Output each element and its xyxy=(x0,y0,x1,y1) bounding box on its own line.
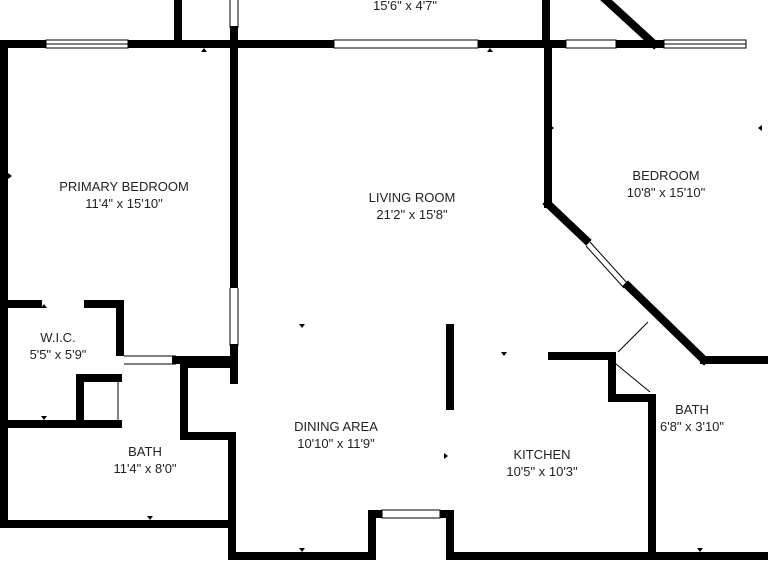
door-bath-diag-a xyxy=(617,321,649,353)
window-bedroom-left xyxy=(565,39,617,49)
doors xyxy=(117,0,651,420)
wall-bedroom-diag1 xyxy=(542,198,592,246)
room-dining: DINING AREA 10'10" x 11'9" xyxy=(294,418,378,452)
balcony-dims: 15'6" x 4'7" xyxy=(372,0,438,13)
room-name: PRIMARY BEDROOM xyxy=(59,179,189,194)
room-dims: 10'10" x 11'9" xyxy=(297,436,375,451)
window-bottom xyxy=(381,509,441,519)
door-bath-diag-b xyxy=(615,363,651,393)
dimension-markers xyxy=(8,48,762,552)
room-bath-right: BATH 6'8" x 3'10" xyxy=(660,401,724,435)
room-dims: 10'5" x 10'3" xyxy=(506,464,578,479)
room-dims: 10'8" x 15'10" xyxy=(626,185,706,200)
room-dims: 11'4" x 15'10" xyxy=(85,196,163,211)
room-name: BEDROOM xyxy=(632,168,700,183)
room-living: LIVING ROOM 21'2" x 15'8" xyxy=(369,189,456,223)
room-bath-left: BATH 11'4" x 8'0" xyxy=(113,443,176,477)
wall-bedroom-diag2 xyxy=(622,280,710,366)
room-bedroom: BEDROOM 10'8" x 15'10" xyxy=(627,167,706,201)
walls xyxy=(0,0,768,560)
room-dims: 21'2" x 15'8" xyxy=(376,207,448,222)
room-name: KITCHEN xyxy=(513,447,571,462)
room-kitchen: KITCHEN 10'5" x 10'3" xyxy=(506,446,577,480)
room-primary-bedroom: PRIMARY BEDROOM 11'4" x 15'10" xyxy=(59,178,189,212)
wall-balcony-diag xyxy=(600,0,660,50)
room-name: BATH xyxy=(675,402,709,417)
room-name: DINING AREA xyxy=(294,419,378,434)
door-bedroom-diag-b xyxy=(585,245,625,289)
room-name: BATH xyxy=(128,444,162,459)
room-dims: 6'8" x 3'10" xyxy=(659,419,725,434)
room-name: W.I.C. xyxy=(40,330,76,345)
room-dims: 11'4" x 8'0" xyxy=(113,461,177,476)
door-bedroom-diag-a xyxy=(589,241,629,285)
window-living xyxy=(333,39,479,49)
room-wic: W.I.C. 5'5" x 5'9" xyxy=(30,329,87,363)
room-dims: 5'5" x 5'9" xyxy=(29,347,87,362)
room-name: LIVING ROOM xyxy=(368,190,456,205)
windows xyxy=(45,39,747,519)
